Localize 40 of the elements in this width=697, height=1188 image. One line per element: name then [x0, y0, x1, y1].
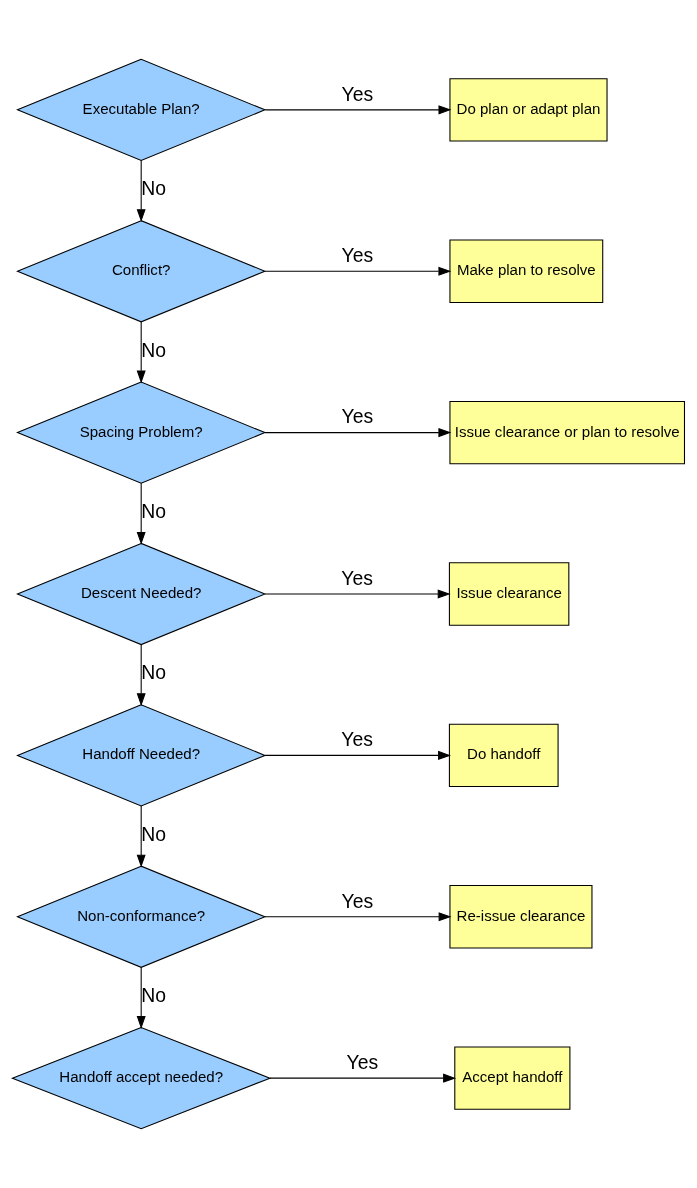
node-box: Issue clearance or plan to resolve: [449, 400, 686, 465]
arrow: [136, 966, 146, 1029]
node-diamond: Conflict?: [16, 220, 267, 323]
edge-label: No: [141, 177, 166, 200]
node-diamond: Handoff accept needed?: [10, 1027, 272, 1130]
node-box: Make plan to resolve: [449, 239, 604, 303]
arrow: [136, 644, 146, 707]
edge-label: No: [141, 984, 166, 1007]
arrow: [136, 805, 146, 868]
node-box: Accept handoff: [454, 1046, 571, 1110]
node-diamond: Executable Plan?: [16, 58, 267, 161]
node-diamond: Descent Needed?: [16, 542, 267, 646]
edge-label: Yes: [341, 82, 374, 105]
node-box: Do plan or adapt plan: [449, 78, 608, 142]
edge-label: Yes: [341, 566, 373, 589]
node-diamond: Handoff Needed?: [16, 704, 267, 807]
edge-label: No: [141, 500, 166, 523]
arrow: [264, 750, 451, 760]
arrow: [264, 266, 452, 276]
node-box: Do handoff: [448, 723, 559, 788]
edge-label: Yes: [341, 728, 373, 751]
arrow: [136, 482, 146, 545]
edge-label: Yes: [341, 405, 374, 428]
arrow: [269, 1073, 457, 1083]
edge-label: Yes: [341, 243, 374, 266]
arrow: [264, 589, 451, 599]
arrow: [136, 159, 146, 223]
node-diamond: Spacing Problem?: [16, 381, 267, 484]
arrow: [264, 105, 452, 115]
node-box: Re-issue clearance: [449, 885, 593, 949]
edge-label: No: [141, 661, 166, 684]
arrow: [264, 428, 452, 438]
node-diamond: Non-conformance?: [16, 865, 267, 968]
arrow: [136, 321, 146, 384]
edge-label: No: [141, 338, 166, 361]
edge-label: No: [141, 822, 166, 845]
edge-label: Yes: [346, 1050, 379, 1073]
edge-label: Yes: [341, 889, 374, 912]
arrow: [264, 912, 452, 922]
node-box: Issue clearance: [448, 562, 570, 626]
